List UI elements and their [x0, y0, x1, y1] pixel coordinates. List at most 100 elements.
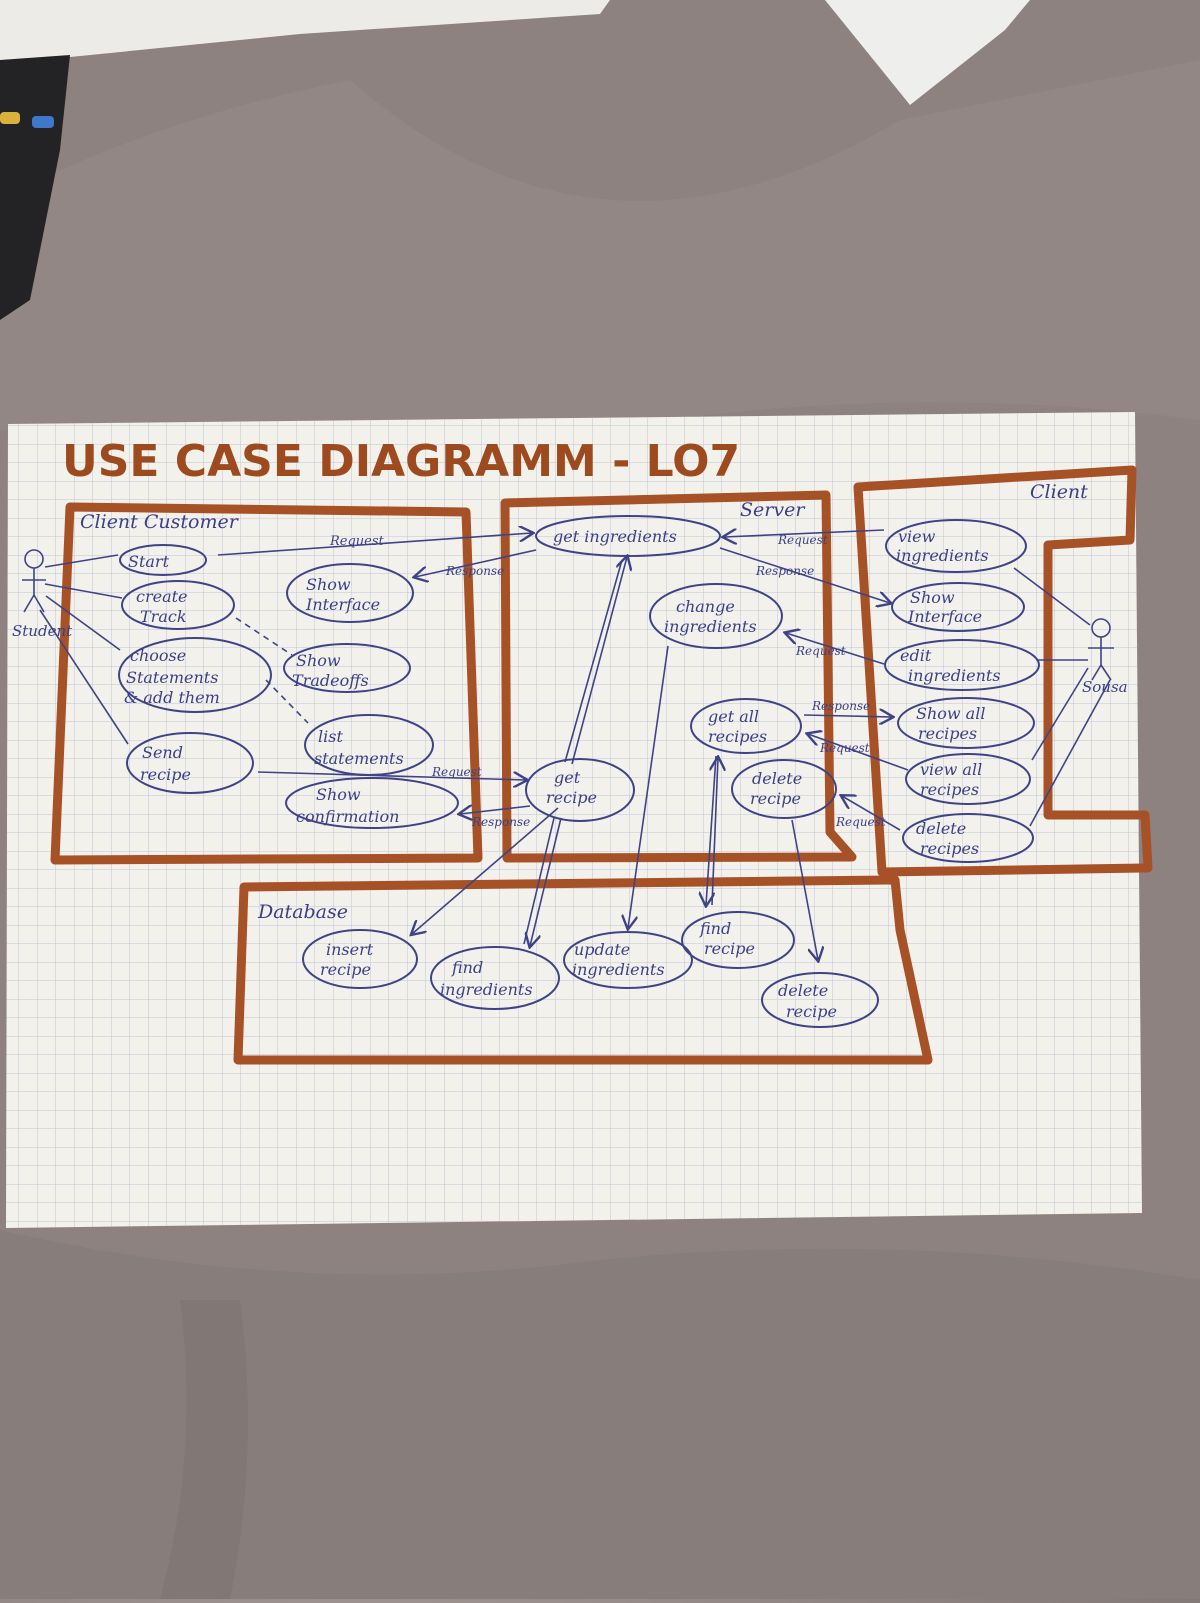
uc-delete-recipe-server-line-2: recipe: [750, 789, 801, 808]
use-case-show-interface-right: [891, 582, 1025, 632]
response-label-4: Response: [811, 699, 870, 713]
uc-show-confirmation-line-2: confirmation: [296, 807, 399, 826]
uc-get-ingredients-line-1: get ingredients: [553, 527, 677, 546]
server-boundary: [500, 490, 857, 863]
client-boundary: [853, 465, 1153, 877]
use-case-change-ingredients: [649, 583, 783, 649]
uc-get-recipe-line-1: get: [554, 768, 581, 787]
use-case-view-all-recipes: [905, 753, 1031, 805]
uc-create-track-line-1: create: [136, 587, 188, 606]
uc-send-recipe-line-1: Send: [142, 743, 183, 762]
use-case-show-interface-left: [286, 563, 414, 623]
uc-change-ingredients-line-1: change: [676, 597, 735, 616]
request-label-3: Request: [777, 533, 828, 547]
uc-get-all-recipes-line-1: get all: [708, 707, 759, 726]
uc-delete-recipes-line-1: delete: [916, 819, 966, 838]
database-label: Database: [257, 901, 348, 923]
uc-choose-line-2: Statements: [126, 668, 218, 687]
uc-view-ingredients-line-2: ingredients: [896, 546, 989, 565]
response-label-3: Response: [755, 564, 814, 578]
use-case-edit-ingredients: [884, 639, 1040, 691]
response-label-1: Response: [445, 564, 504, 578]
uc-find-ingredients-line-2: ingredients: [440, 980, 533, 999]
uc-choose-line-3: & add them: [124, 688, 220, 707]
uc-find-ingredients-line-1: find: [451, 958, 483, 977]
uc-view-ingredients-line-1: view: [898, 527, 936, 546]
diagram-title: USE CASE DIAGRAMM - LO7: [62, 436, 740, 487]
client-label: Client: [1030, 481, 1088, 503]
database-boundary: [233, 875, 933, 1065]
client-customer-boundary: [50, 502, 483, 865]
request-label-4: Request: [795, 644, 846, 658]
uc-show-interface-right-line-1: Show: [910, 588, 955, 607]
uc-start-line-1: Start: [128, 552, 170, 571]
uc-view-all-recipes-line-2: recipes: [920, 780, 979, 799]
student-actor-icon: [22, 549, 46, 613]
uc-update-ingredients-line-1: update: [574, 940, 630, 959]
use-case-delete-recipe-server: [731, 759, 837, 819]
uc-get-recipe-line-2: recipe: [546, 788, 597, 807]
use-case-labels: Start create Track choose Statements & a…: [124, 527, 1001, 1021]
client-customer-label: Client Customer: [80, 511, 240, 533]
uc-edit-ingredients-line-2: ingredients: [908, 666, 1001, 685]
uc-send-recipe-line-2: recipe: [140, 765, 191, 784]
request-label-2: Request: [431, 765, 482, 779]
use-case-list-statements: [304, 714, 434, 776]
uc-delete-recipe-db-line-2: recipe: [786, 1002, 837, 1021]
uc-find-recipe-line-1: find: [699, 919, 731, 938]
use-case-update-ingredients: [563, 931, 693, 989]
sousa-actor-icon: [1088, 618, 1114, 681]
paper-sheet-top-left: [0, 0, 610, 60]
uc-show-interface-left-line-2: Interface: [305, 595, 380, 614]
use-case-delete-recipe-db: [761, 972, 879, 1028]
request-label-6: Request: [835, 815, 886, 829]
uc-get-all-recipes-line-2: recipes: [708, 727, 767, 746]
use-case-find-recipe: [681, 911, 795, 969]
use-case-view-ingredients: [885, 519, 1027, 573]
uc-create-track-line-2: Track: [140, 607, 187, 626]
uc-show-all-recipes-line-2: recipes: [918, 724, 977, 743]
use-case-insert-recipe: [302, 929, 418, 989]
use-case-delete-recipes: [902, 813, 1034, 863]
uc-insert-recipe-line-1: insert: [326, 940, 374, 959]
uc-show-interface-right-line-2: Interface: [907, 607, 982, 626]
use-case-start: [119, 544, 207, 576]
uc-delete-recipe-db-line-1: delete: [778, 981, 828, 1000]
uc-show-tradeoffs-line-1: Show: [296, 651, 341, 670]
request-label-5: Request: [819, 741, 870, 755]
remote-yellow-button: [0, 112, 20, 124]
use-case-send-recipe: [126, 732, 254, 794]
uc-list-statements-line-1: list: [318, 727, 343, 746]
use-case-show-all-recipes: [897, 697, 1035, 749]
uc-insert-recipe-line-2: recipe: [320, 960, 371, 979]
response-label-2: Response: [471, 815, 530, 829]
use-case-choose-statements: [118, 637, 272, 713]
uc-show-interface-left-line-1: Show: [306, 575, 351, 594]
remote-blue-button: [32, 116, 54, 128]
use-case-find-ingredients: [430, 946, 560, 1010]
use-case-show-tradeoffs: [283, 643, 411, 693]
uc-list-statements-line-2: statements: [314, 749, 404, 768]
use-case-create-track: [121, 580, 235, 630]
use-case-get-ingredients: [535, 515, 721, 557]
uc-update-ingredients-line-2: ingredients: [572, 960, 665, 979]
use-case-get-recipe: [525, 758, 635, 822]
uc-change-ingredients-line-2: ingredients: [664, 617, 757, 636]
paper-sheet-top-right: [825, 0, 1030, 105]
uc-delete-recipes-line-2: recipes: [920, 839, 979, 858]
sousa-actor-label: Sousa: [1082, 678, 1128, 696]
use-case-get-all-recipes: [690, 698, 802, 754]
uc-delete-recipe-server-line-1: delete: [752, 769, 802, 788]
uc-edit-ingredients-line-1: edit: [900, 646, 932, 665]
use-case-show-confirmation: [285, 777, 459, 829]
uc-find-recipe-line-2: recipe: [704, 939, 755, 958]
server-label: Server: [740, 499, 806, 521]
association-lines: [39, 530, 1111, 960]
request-label-1: Request: [329, 534, 385, 549]
uc-show-all-recipes-line-1: Show all: [916, 704, 985, 723]
student-actor-label: Student: [12, 622, 73, 640]
uc-show-confirmation-line-1: Show: [316, 785, 361, 804]
uc-view-all-recipes-line-1: view all: [920, 760, 982, 779]
uc-choose-line-1: choose: [130, 646, 186, 665]
